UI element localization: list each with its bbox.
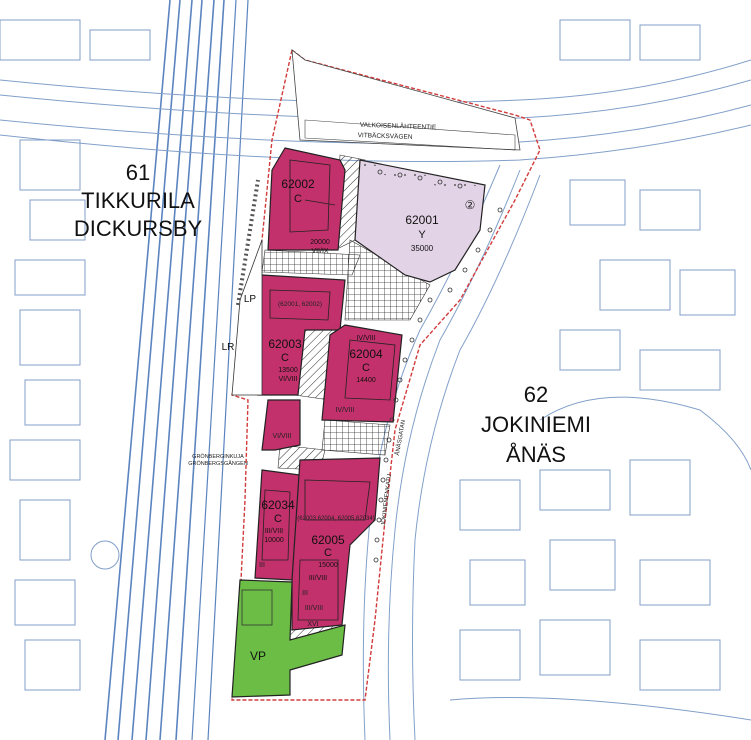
- street-valkoisenlahteentie: VALKOISENLÄHTEENTIE: [360, 121, 437, 132]
- block-label-62004: 62004 C 14400 IV/VIII: [349, 335, 383, 384]
- svg-text:62001: 62001: [405, 213, 439, 227]
- road-edge: [0, 59, 751, 103]
- svg-text:III/VIII: III/VIII: [265, 528, 283, 535]
- svg-text:C: C: [274, 513, 282, 525]
- svg-text:JOKINIEMI: JOKINIEMI: [481, 412, 591, 437]
- block-62003-south[interactable]: [261, 399, 301, 451]
- circle-marker-2: ②: [465, 198, 476, 212]
- svg-text:VII/IX: VII/IX: [311, 248, 328, 255]
- svg-text:DICKURSBY: DICKURSBY: [74, 216, 203, 241]
- svg-text:III/VIII: III/VIII: [309, 575, 327, 582]
- rail-line: [145, 0, 203, 740]
- park-vp[interactable]: [231, 579, 346, 698]
- plan-boundary: [231, 48, 541, 701]
- parking-lr: [231, 239, 263, 396]
- block-label-62003: 62003 C 13500 VI/VIII: [268, 337, 302, 383]
- note-floors-e: III/VIII: [305, 605, 323, 612]
- note-floors-f: XVI: [307, 621, 318, 628]
- block-label-62001: 62001 Y 35000: [405, 213, 439, 253]
- rail-line: [207, 0, 249, 740]
- road-strip: [304, 119, 516, 151]
- block-62001[interactable]: [354, 159, 486, 283]
- note-floors-a: IV/VIII: [335, 407, 354, 414]
- block-label-62002: 62002 C 20000 VII/IX: [281, 177, 330, 255]
- note-floors-d: III: [259, 562, 265, 569]
- zone-label-vp: VP: [250, 649, 266, 663]
- plaza-grid: [321, 419, 391, 456]
- rail-line: [175, 0, 225, 740]
- svg-text:62005: 62005: [311, 533, 345, 547]
- building-footprints: [261, 159, 396, 621]
- road-edge: [0, 124, 751, 163]
- note-block-refs: (62003,62004, 62005,62034): [297, 516, 374, 522]
- note-floors-g: III: [302, 590, 308, 597]
- tree-markers: [373, 169, 503, 563]
- note-lp-blocks: (62001, 62002): [278, 301, 322, 308]
- svg-text:C: C: [294, 193, 302, 205]
- svg-text:VI/VIII: VI/VIII: [278, 376, 297, 383]
- svg-text:62004: 62004: [349, 347, 383, 361]
- svg-text:IV/VIII: IV/VIII: [356, 335, 375, 342]
- svg-text:61: 61: [126, 160, 150, 185]
- note-floors-c: VI/VIII: [272, 433, 291, 440]
- svg-text:TIKKURILA: TIKKURILA: [81, 188, 195, 213]
- svg-text:C: C: [324, 547, 332, 559]
- rail-line: [131, 0, 193, 740]
- road-edge: [387, 169, 521, 740]
- street-gronberginkuja: GRÖNBERGINKUJA: [192, 453, 244, 460]
- svg-text:Y: Y: [418, 229, 426, 241]
- district-label-61: 61 TIKKURILA DICKURSBY: [74, 160, 203, 241]
- street-gronbergsgangen: GRÖNBERGSGÅNGEN: [188, 460, 248, 467]
- block-62004[interactable]: [321, 324, 403, 423]
- zone-label-lr: LR: [222, 342, 235, 353]
- svg-text:62003: 62003: [268, 337, 302, 351]
- svg-text:14400: 14400: [356, 377, 376, 384]
- svg-text:62002: 62002: [281, 177, 315, 191]
- svg-text:C: C: [362, 362, 370, 374]
- rail-line: [159, 0, 215, 740]
- district-label-62: 62 JOKINIEMI ÅNÄS: [481, 382, 591, 467]
- svg-text:10000: 10000: [264, 537, 284, 544]
- rail-line: [117, 0, 181, 740]
- zone-label-lp: LP: [244, 294, 257, 305]
- svg-text:13500: 13500: [278, 367, 298, 374]
- block-label-62005: 62005 C 15000 III/VIII: [309, 533, 345, 582]
- road-strip: [291, 49, 521, 151]
- svg-text:ÅNÄS: ÅNÄS: [506, 442, 566, 467]
- rail-line: [104, 0, 171, 740]
- block-label-62034: 62034 C III/VIII 10000: [261, 498, 295, 544]
- street-vitbacksvagen: VITBÄCKSVÄGEN: [357, 131, 412, 141]
- svg-text:C: C: [281, 352, 289, 364]
- svg-text:35000: 35000: [411, 244, 434, 253]
- block-62002[interactable]: [267, 147, 346, 251]
- svg-text:62034: 62034: [261, 498, 295, 512]
- road-edge: [412, 174, 541, 740]
- svg-text:62: 62: [524, 382, 548, 407]
- rail-line: [191, 0, 237, 740]
- svg-text:20000: 20000: [310, 239, 330, 246]
- svg-text:15000: 15000: [318, 562, 338, 569]
